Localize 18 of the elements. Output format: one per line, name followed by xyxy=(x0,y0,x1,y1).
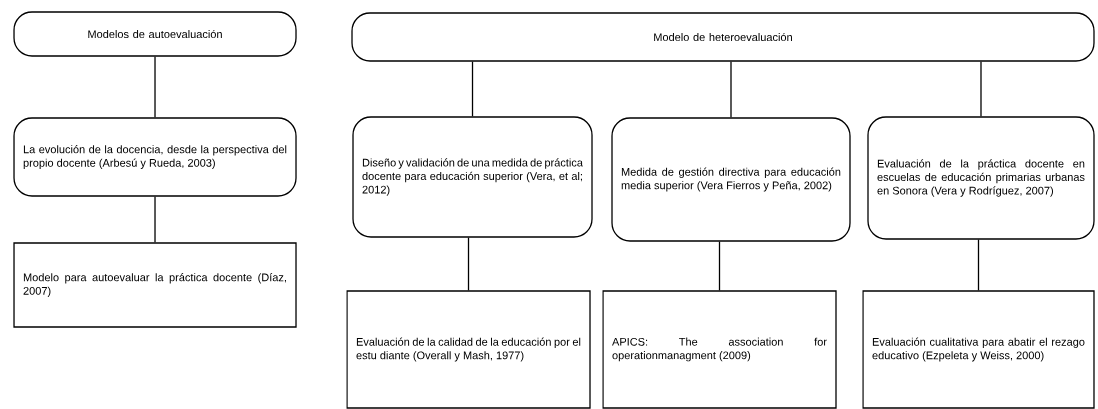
rounded-box: Evaluación de la práctica docente en escuelas de educación primarias urbanas en Sonora (Vera y Rodríguez, 2007) xyxy=(867,116,1095,240)
connector-line xyxy=(730,61,732,118)
connector-line xyxy=(977,239,980,291)
connector-line xyxy=(718,241,721,291)
text-box: Evaluación cualitativa para abatir el rezago educativo (Ezpeleta y Weiss, 2000) xyxy=(862,290,1095,409)
connector-line xyxy=(154,196,156,243)
text-box: APICS: The association for operationmanagment (2009) xyxy=(602,290,837,409)
connector-line xyxy=(154,56,156,118)
connector-line xyxy=(980,61,982,117)
rounded-box: Modelos de autoevaluación xyxy=(13,11,297,57)
rounded-box: Modelo de heteroevaluación xyxy=(351,12,1095,62)
text-box: Evaluación de la calidad de la educación por el estu diante (Overall y Mash, 1977) xyxy=(346,290,591,409)
rounded-box: Medida de gestión directiva para educación media superior (Vera Fierros y Peña, 2002) xyxy=(611,117,851,242)
text-box: Modelo para autoevaluar la práctica docente (Díaz, 2007) xyxy=(13,242,297,328)
rounded-box: La evolución de la docencia, desde la perspectiva del propio docente (Arbesú y Rueda, 2003) xyxy=(13,117,297,197)
connector-line xyxy=(467,237,470,291)
rounded-box: Diseño y validación de una medida de práctica docente para educación superior (Vera, et al; 2012) xyxy=(352,116,593,238)
connector-line xyxy=(471,61,474,117)
